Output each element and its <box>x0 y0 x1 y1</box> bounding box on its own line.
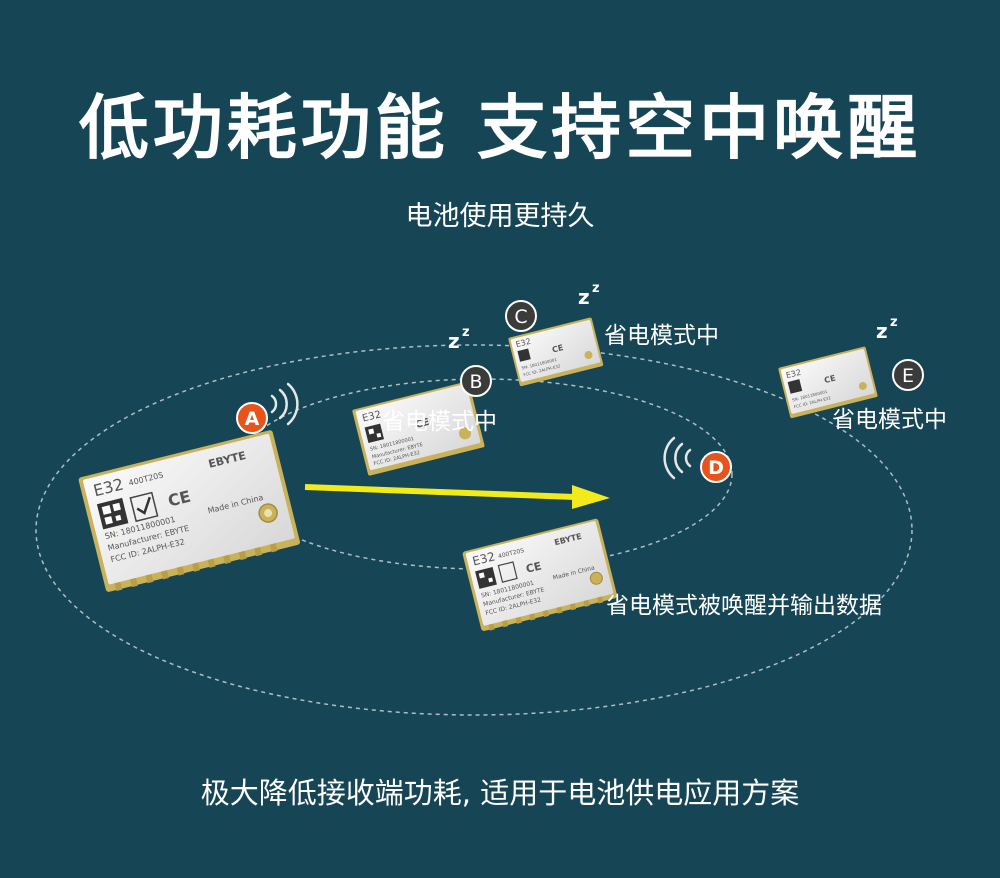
node-e-marker: E <box>892 359 924 391</box>
node-d-state-label: 省电模式被唤醒并输出数据 <box>606 593 882 619</box>
module-d-model: E32 <box>471 549 497 568</box>
node-a-marker: A <box>236 402 268 434</box>
module-b: E32 CE SN: 18011800001 Manufacturer: EBY… <box>352 381 485 476</box>
module-c: E32 CE SN: 18011800001 FCC ID: 2ALPH-E32 <box>508 317 604 387</box>
module-d-ce: CE <box>525 559 543 575</box>
svg-text:z: z <box>448 329 460 353</box>
node-c-letter: C <box>514 306 527 328</box>
page-subtitle: 电池使用更持久 <box>405 201 595 232</box>
node-b-letter: B <box>469 371 482 393</box>
svg-text:z: z <box>876 319 888 343</box>
module-c-model: E32 <box>515 337 532 349</box>
node-c-state-label: 省电模式中 <box>604 323 719 349</box>
node-d-marker: D <box>700 451 732 483</box>
sleep-mark-c: z z <box>578 281 600 309</box>
node-a-letter: A <box>245 408 260 430</box>
node-c-marker: C <box>505 300 537 332</box>
module-e-model: E32 <box>785 368 802 380</box>
module-b-ce: CE <box>414 417 431 431</box>
node-b-marker: B <box>460 365 492 397</box>
module-e-ce: CE <box>823 374 836 385</box>
module-b-model: E32 <box>361 409 382 424</box>
svg-text:z: z <box>462 325 470 340</box>
sleep-mark-e: z z <box>876 315 898 343</box>
footer-caption: 极大降低接收端功耗, 适用于电池供电应用方案 <box>200 776 800 810</box>
outer-orbit <box>35 344 913 716</box>
module-e: E32 CE SN: 18011800001 FCC ID: 2ALPH-E32 <box>778 346 878 419</box>
page-title: 低功耗功能 支持空中唤醒 <box>78 87 922 169</box>
signal-icon-d <box>663 436 692 480</box>
svg-text:z: z <box>890 315 898 330</box>
node-d-letter: D <box>708 457 724 479</box>
node-b-state-label: 省电模式中 <box>382 409 497 435</box>
module-c-ce: CE <box>551 343 564 354</box>
node-e-state-label: 省电模式中 <box>832 407 947 433</box>
signal-icon-a <box>270 382 299 426</box>
svg-text:z: z <box>592 281 600 296</box>
module-a: E32 400T20S CE SN: 18011800001 Made in C… <box>78 430 300 592</box>
module-a-ce: CE <box>166 487 193 511</box>
node-e-letter: E <box>902 365 914 387</box>
svg-text:z: z <box>578 285 590 309</box>
module-d: E32 400T20S CE SN: 18011800001 Made in C… <box>462 518 618 631</box>
sleep-mark-b: z z <box>448 325 470 353</box>
transmit-arrow <box>304 484 610 509</box>
